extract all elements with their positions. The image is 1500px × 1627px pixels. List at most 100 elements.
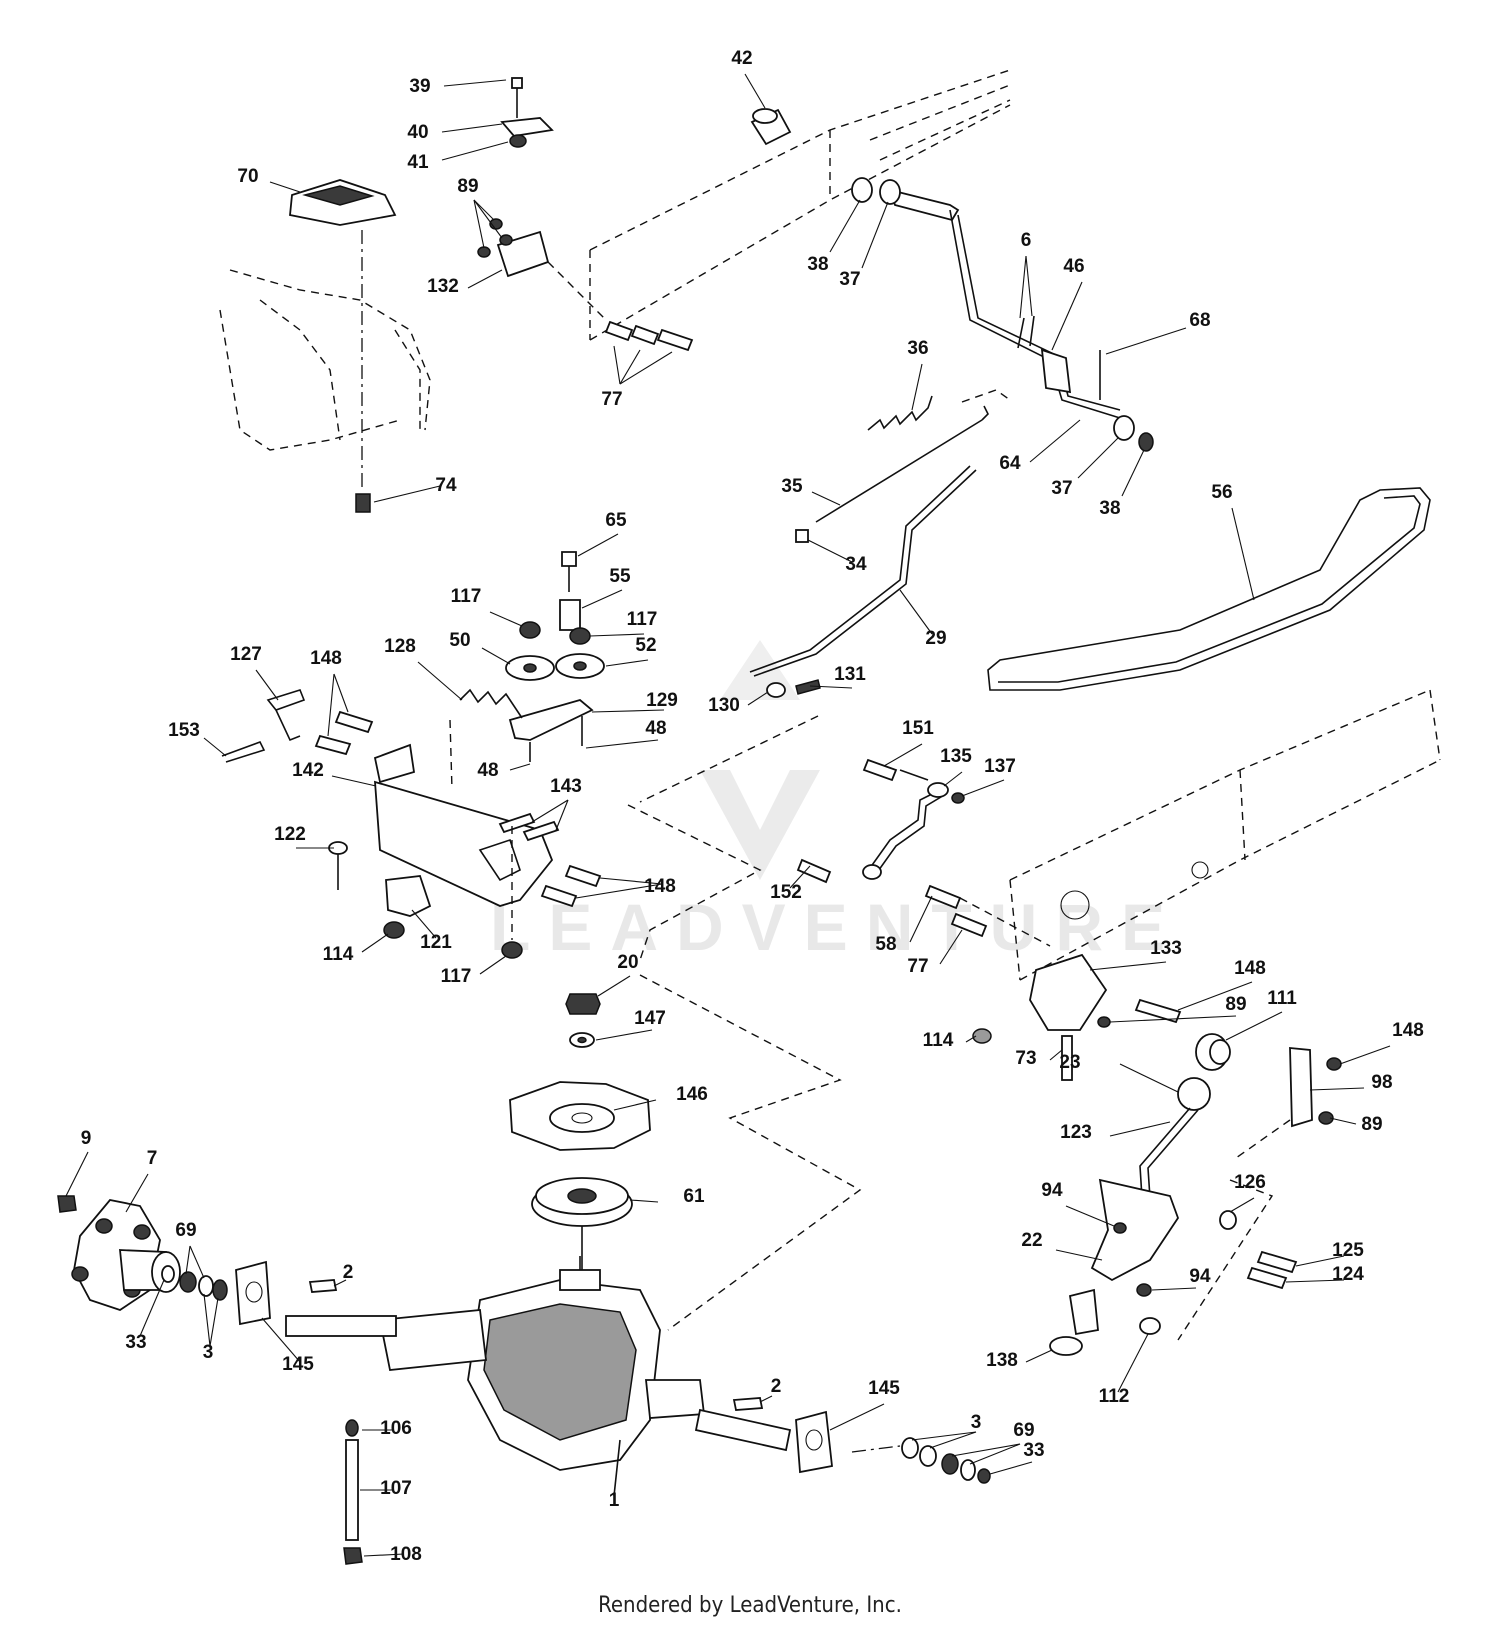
part-label-126: 126 xyxy=(1234,1172,1266,1193)
part-label-124: 124 xyxy=(1332,1264,1364,1285)
part-label-73: 73 xyxy=(1015,1048,1036,1069)
part-74-bolt xyxy=(355,493,371,513)
part-label-152: 152 xyxy=(770,882,802,903)
part-label-3: 3 xyxy=(203,1342,214,1363)
part-label-65: 65 xyxy=(605,510,627,531)
part-label-3: 3 xyxy=(971,1412,982,1433)
part-107-rod xyxy=(343,1419,363,1565)
part-label-114: 114 xyxy=(323,944,354,965)
part-label-69: 69 xyxy=(175,1220,196,1241)
part-label-128: 128 xyxy=(384,636,416,657)
lever-dash-line xyxy=(1177,1179,1274,1341)
part-label-89: 89 xyxy=(1361,1114,1382,1135)
part-label-48: 48 xyxy=(477,760,498,781)
part-label-22: 22 xyxy=(1021,1230,1042,1251)
part-label-40: 40 xyxy=(407,122,428,143)
part-58-77-bolts xyxy=(924,884,1051,947)
leader-lines xyxy=(65,73,1391,1557)
part-label-50: 50 xyxy=(449,630,470,651)
part-152-bolt xyxy=(796,858,832,884)
idler-assembly xyxy=(459,551,605,762)
belt-route-dash xyxy=(639,974,862,1331)
part-133-bracket xyxy=(972,953,1182,1081)
part-label-145: 145 xyxy=(282,1354,314,1375)
part-label-34: 34 xyxy=(845,554,867,575)
part-label-35: 35 xyxy=(781,476,803,497)
part-label-69: 69 xyxy=(1013,1420,1034,1441)
part-label-33: 33 xyxy=(125,1332,146,1353)
part-135-link xyxy=(862,758,965,880)
part-label-123: 123 xyxy=(1060,1122,1092,1143)
part-111-bushing xyxy=(1195,1033,1231,1071)
part-122-bolt xyxy=(328,841,348,890)
part-label-114: 114 xyxy=(923,1030,954,1051)
part-56-belt xyxy=(987,487,1431,691)
part-130-131-fasteners xyxy=(766,679,821,698)
part-132-bracket xyxy=(477,218,550,278)
part-label-111: 111 xyxy=(1267,988,1297,1009)
part-126-125-124-fasteners xyxy=(1219,1210,1298,1290)
part-2-keys xyxy=(308,1279,764,1411)
part-label-38: 38 xyxy=(1099,498,1120,519)
watermark-flame-icon xyxy=(720,640,800,700)
part-22-lever-plate xyxy=(1049,1178,1180,1356)
watermark-text: LEADVENTURE xyxy=(490,890,1183,964)
part-label-52: 52 xyxy=(635,635,656,656)
part-153-clip xyxy=(221,741,266,763)
part-label-2: 2 xyxy=(343,1262,354,1283)
part-label-137: 137 xyxy=(984,756,1016,777)
part-label-89: 89 xyxy=(457,176,478,197)
part-98-bracket xyxy=(1289,1047,1342,1128)
part-label-38: 38 xyxy=(807,254,828,275)
part-label-89: 89 xyxy=(1225,994,1246,1015)
part-label-129: 129 xyxy=(646,690,678,711)
part-77-bolts xyxy=(547,261,694,352)
part-7-hub xyxy=(71,1199,181,1311)
part-label-121: 121 xyxy=(420,932,452,953)
part-label-20: 20 xyxy=(617,952,638,973)
part-142-bracket xyxy=(373,719,554,907)
part-20-nut xyxy=(565,993,601,1015)
part-label-131: 131 xyxy=(834,664,866,685)
idler-route-dash xyxy=(627,804,762,961)
part-label-29: 29 xyxy=(925,628,946,649)
part-64-shaft xyxy=(851,177,1154,452)
part-label-117: 117 xyxy=(451,586,482,607)
part-label-2: 2 xyxy=(771,1376,782,1397)
part-label-74: 74 xyxy=(435,475,457,496)
fender-outline xyxy=(219,269,431,451)
part-146-fan xyxy=(509,1081,651,1151)
part-label-148: 148 xyxy=(310,648,342,669)
part-label-135: 135 xyxy=(940,746,972,767)
part-label-132: 132 xyxy=(427,276,459,297)
part-9-bolt xyxy=(57,1195,77,1213)
part-39-40-41-bracket-set xyxy=(500,77,554,148)
part-label-77: 77 xyxy=(601,389,622,410)
footer-credit: Rendered by LeadVenture, Inc. xyxy=(598,1593,902,1618)
part-label-7: 7 xyxy=(147,1148,158,1169)
part-label-94: 94 xyxy=(1189,1266,1211,1287)
part-label-106: 106 xyxy=(380,1418,412,1439)
part-label-9: 9 xyxy=(81,1128,92,1149)
part-148-bolts-upper xyxy=(314,710,374,756)
part-label-133: 133 xyxy=(1150,938,1182,959)
part-label-107: 107 xyxy=(380,1478,412,1499)
part-label-142: 142 xyxy=(292,760,324,781)
leadventure-watermark: LEADVENTURE xyxy=(490,640,1183,964)
part-label-151: 151 xyxy=(902,718,934,739)
part-117-nut-lower xyxy=(501,826,523,959)
upper-frame-rail xyxy=(589,69,1011,341)
part-label-36: 36 xyxy=(907,338,928,359)
part-label-122: 122 xyxy=(274,824,306,845)
part-label-148: 148 xyxy=(1392,1020,1424,1041)
bracket-dash-line xyxy=(1235,1119,1291,1159)
part-label-37: 37 xyxy=(1051,478,1072,499)
part-36-spring xyxy=(867,395,933,431)
part-label-70: 70 xyxy=(237,166,258,187)
part-label-64: 64 xyxy=(999,453,1021,474)
left-washers xyxy=(161,1265,228,1301)
part-label-6: 6 xyxy=(1021,230,1032,251)
part-label-125: 125 xyxy=(1332,1240,1364,1261)
watermark-v-icon xyxy=(700,770,820,880)
part-label-98: 98 xyxy=(1371,1072,1392,1093)
